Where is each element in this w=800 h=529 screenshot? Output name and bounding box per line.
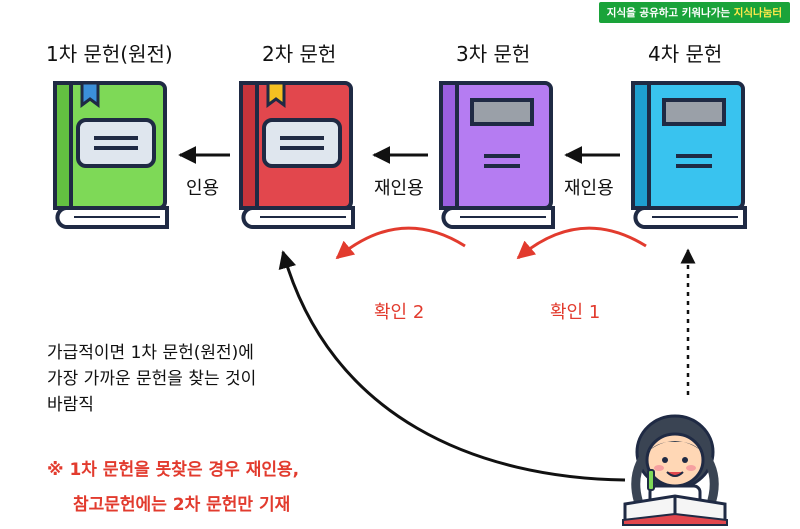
note-line-3: 바람직 [47,395,94,415]
level-1-title: 1차 문헌(원전) [46,42,173,66]
badge-highlight: 지식나눔터 [733,7,782,19]
site-badge: 지식을 공유하고 키워나가는 지식나눔터 [598,2,790,23]
recite-label-a: 재인용 [374,178,424,199]
note-line-1: 가급적이면 1차 문헌(원전)에 [47,343,254,363]
student-reading-icon [622,414,728,526]
check-1-label: 확인 1 [550,302,601,323]
warning-line-1: ※ 1차 문헌을 못찾은 경우 재인용, [47,460,300,480]
book-3-icon [439,81,555,230]
advice-note: 가급적이면 1차 문헌(원전)에 가장 가까운 문헌을 찾는 것이 바람직 [47,340,256,418]
check-2-arrow [335,226,466,260]
badge-text: 지식을 공유하고 키워나가는 [606,7,731,19]
check-1-arrow [516,226,647,260]
note-line-2: 가장 가까운 문헌을 찾는 것이 [47,369,257,389]
long-curve-arrow [278,250,626,482]
check-2-label: 확인 2 [374,302,425,323]
cite-label: 인용 [186,178,220,199]
level-2-title: 2차 문헌 [262,42,337,66]
book-2-icon [239,81,355,230]
warning-line-2: 참고문헌에는 2차 문헌만 기재 [73,495,291,515]
book-1-icon [53,81,169,230]
level-4-title: 4차 문헌 [648,42,723,66]
book-4-icon [631,81,747,230]
level-3-title: 3차 문헌 [456,42,531,66]
recite-label-b: 재인용 [564,178,614,199]
